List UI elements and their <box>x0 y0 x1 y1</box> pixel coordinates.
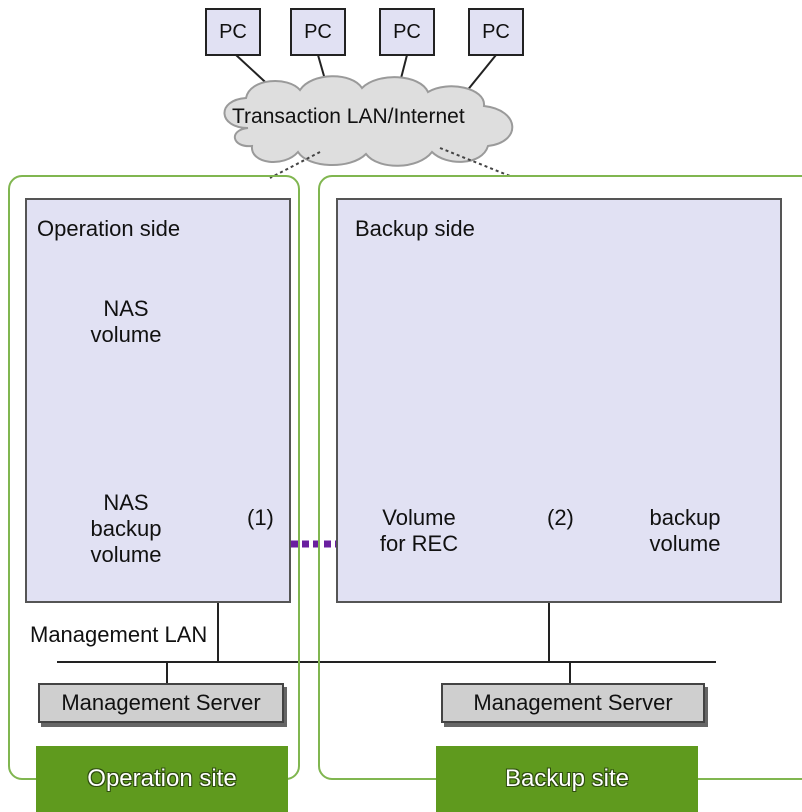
management-lan-label: Management LAN <box>30 622 208 647</box>
pc-label: PC <box>482 20 510 43</box>
backup-site-label: Backup site <box>504 765 630 792</box>
pc-label: PC <box>304 20 332 43</box>
cloud-to-backup-line <box>439 147 511 177</box>
backup-volume-label: backup volume <box>649 505 721 556</box>
operation-side-panel <box>25 198 291 603</box>
rec-volume-label: Volume for REC <box>379 505 459 556</box>
pc-box: PC <box>468 8 524 56</box>
nas-volume-label: NAS volume <box>90 296 162 347</box>
operation-site-label: Operation site <box>87 765 237 792</box>
pc-box: PC <box>205 8 261 56</box>
pc-link-line <box>465 54 497 93</box>
nas-backup-volume-label: NAS backup volume <box>90 490 162 567</box>
pc-label: PC <box>219 20 247 43</box>
cloud-icon <box>223 75 514 167</box>
operation-site-badge: Operation site <box>36 746 288 812</box>
backup-site-badge: Backup site <box>436 746 698 812</box>
management-server-label: Management Server <box>473 690 673 715</box>
backup-side-title: Backup side <box>355 216 475 241</box>
pc-label: PC <box>393 20 421 43</box>
copy-step-2-label: (2) <box>547 505 574 530</box>
pc-box: PC <box>379 8 435 56</box>
operation-side-title: Operation side <box>37 216 181 241</box>
management-server-left: Management Server <box>38 683 284 723</box>
pc-box: PC <box>290 8 346 56</box>
management-server-label: Management Server <box>61 690 261 715</box>
backup-side-panel <box>336 198 782 603</box>
network-label: Transaction LAN/Internet <box>232 105 465 128</box>
copy-step-1-label: (1) <box>247 505 274 530</box>
management-server-right: Management Server <box>441 683 705 723</box>
